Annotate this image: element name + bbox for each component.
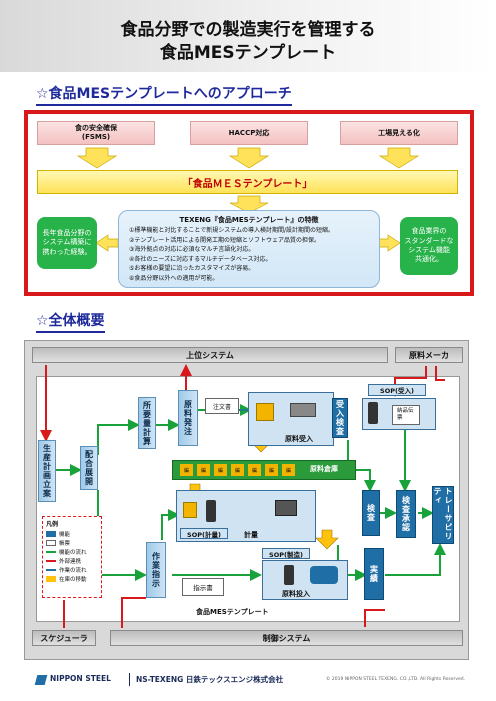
legend-item: 機能の流れ bbox=[46, 547, 101, 556]
stock-item: 編 bbox=[197, 464, 210, 476]
sop-weighing-tag: SOP(計量) bbox=[180, 528, 228, 539]
upper-system-bar: 上位システム bbox=[32, 347, 388, 363]
features-panel: TEXENG『食品MESテンプレート』の特徴 ①標準機能と対比することで新規シス… bbox=[118, 210, 380, 288]
function-swatch bbox=[46, 530, 56, 537]
instruction-sheet: 指示書 bbox=[182, 578, 224, 596]
inspection-box: 検査 bbox=[362, 490, 380, 536]
legend-box: 凡例 機能 帳票 機能の流れ 外部連携 作業の流れ 在庫の移動 bbox=[42, 516, 102, 598]
warehouse-items: 編 編 編 編 編 編 編 bbox=[180, 464, 298, 476]
function-flow-swatch bbox=[46, 550, 56, 553]
legend-item: 帳票 bbox=[46, 538, 101, 547]
overview-heading: ☆全体概要 bbox=[36, 310, 105, 333]
template-bar: 「食品ＭＥＳテンプレート」 bbox=[37, 170, 458, 194]
handheld-icon bbox=[206, 500, 216, 522]
material-input-label: 原料投入 bbox=[282, 590, 310, 598]
footer-divider bbox=[129, 673, 130, 686]
material-receiving-label: 原料受入 bbox=[285, 435, 313, 443]
box-icon bbox=[183, 502, 197, 518]
standard-note: 食品業界の スタンダードな システム機能 共通化。 bbox=[400, 217, 458, 275]
feature-item: ②テンプレート活用による開発工期の短縮とソフトウェア品質の担保。 bbox=[129, 236, 321, 244]
nippon-steel-brand: NIPPON STEEL bbox=[50, 674, 111, 683]
feature-item: ⑥食品分野以外への適用が可能。 bbox=[129, 274, 219, 282]
title-banner bbox=[0, 0, 496, 72]
scheduler-bar: スケジューラ bbox=[32, 630, 96, 646]
feature-item: ④各社のニーズに対応するマルチデータベース対応。 bbox=[129, 255, 272, 263]
feature-item: ⑤お客様の要望に沿ったカスタマイズが容易。 bbox=[129, 265, 255, 272]
tank-icon bbox=[310, 566, 338, 584]
box-icon bbox=[256, 403, 274, 421]
features-title: TEXENG『食品MESテンプレート』の特徴 bbox=[179, 216, 319, 224]
traceability-box: トレーサビリティ bbox=[432, 486, 454, 544]
work-instruction-box: 作業指示 bbox=[146, 542, 166, 598]
stock-item: 編 bbox=[214, 464, 227, 476]
requirement-calc-box: 所要量計算 bbox=[138, 397, 156, 449]
sop-receiving-tag: SOP(受入) bbox=[368, 384, 426, 396]
handheld-icon bbox=[284, 565, 294, 585]
mes-template-label: 食品MESテンプレート bbox=[196, 608, 269, 616]
form-swatch bbox=[46, 539, 56, 546]
material-order-box: 原料発注 bbox=[178, 390, 198, 446]
weighing-label: 計量 bbox=[244, 531, 258, 539]
haccp-box: HACCP対応 bbox=[190, 121, 308, 145]
factory-visibility-box: 工場見える化 bbox=[340, 121, 458, 145]
receiving-inspection-box: 受入検査 bbox=[332, 398, 348, 438]
production-plan-box: 生産計画立案 bbox=[38, 440, 56, 502]
legend-item: 機能 bbox=[46, 529, 101, 538]
texeng-brand: NS-TEXENG 日鉄テックスエンジ株式会社 bbox=[136, 675, 284, 684]
feature-item: ③海外拠点の対応に必須なマルチ言語化対応。 bbox=[129, 246, 255, 253]
stock-item: 編 bbox=[231, 464, 244, 476]
legend-title: 凡例 bbox=[46, 521, 59, 528]
material-maker-bar: 原料メーカ bbox=[395, 347, 463, 363]
legend-item: 外部連携 bbox=[46, 556, 101, 565]
inventory-move-swatch bbox=[46, 575, 56, 582]
legend-item: 作業の流れ bbox=[46, 565, 101, 574]
page-title-line1: 食品分野での製造実行を管理する bbox=[120, 20, 376, 40]
stock-item: 編 bbox=[282, 464, 295, 476]
stock-item: 編 bbox=[265, 464, 278, 476]
handheld-icon bbox=[368, 402, 378, 424]
allocation-box: 配合展開 bbox=[80, 446, 98, 490]
approach-heading: ☆食品MESテンプレートへのアプローチ bbox=[36, 83, 292, 106]
purchase-order-sheet: 注文書 bbox=[205, 398, 239, 414]
scale-icon bbox=[275, 500, 297, 516]
control-system-bar: 制御システム bbox=[110, 630, 463, 646]
results-box: 実績 bbox=[364, 548, 384, 600]
stock-item: 編 bbox=[180, 464, 193, 476]
work-flow-swatch bbox=[46, 568, 56, 571]
sop-manufacturing-tag: SOP(製造) bbox=[262, 548, 310, 559]
fsms-box: 食の安全確保 (FSMS) bbox=[37, 121, 155, 145]
legend-item: 在庫の移動 bbox=[46, 574, 101, 583]
feature-item: ①標準機能と対比することで新規システムの導入検討期間/設計期間の短縮。 bbox=[129, 227, 335, 234]
printer-icon bbox=[290, 403, 316, 417]
external-link-swatch bbox=[46, 559, 56, 562]
stock-item: 編 bbox=[248, 464, 261, 476]
inspection-approval-box: 検査承認 bbox=[396, 490, 416, 538]
delivery-slip-sheet: 納品伝票 bbox=[392, 405, 420, 425]
copyright-text: © 2019 NIPPON STEEL TEXENG. CO.,LTD. All… bbox=[326, 677, 466, 682]
page-title-line2: 食品MESテンプレート bbox=[159, 43, 337, 63]
experience-note: 長年食品分野の システム構築に 携わった経験。 bbox=[37, 217, 97, 269]
material-warehouse-label: 原料倉庫 bbox=[310, 465, 338, 473]
